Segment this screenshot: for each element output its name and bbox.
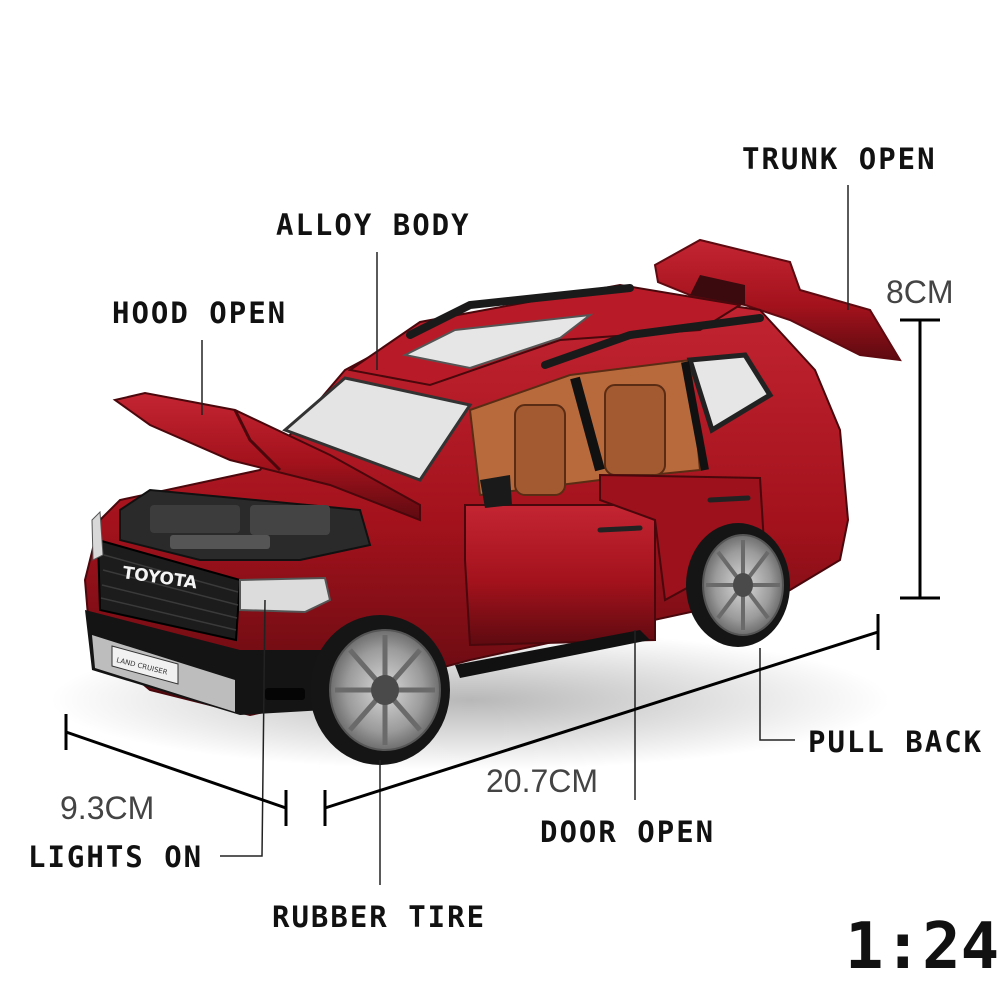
scale-label: 1:24 bbox=[845, 910, 1000, 984]
door-open-label: DOOR OPEN bbox=[540, 815, 716, 849]
hood-open-label: HOOD OPEN bbox=[112, 296, 288, 330]
license-plate bbox=[111, 645, 179, 685]
pull-back-label: PULL BACK bbox=[808, 725, 984, 759]
windshield bbox=[282, 376, 473, 482]
lights-on-label: LIGHTS ON bbox=[28, 840, 204, 874]
front-wheel bbox=[310, 615, 450, 765]
roof-rail-left bbox=[406, 284, 634, 339]
side-mirror bbox=[480, 475, 512, 508]
length-dimension-label: 20.7CM bbox=[486, 763, 599, 799]
trunk-open-label: TRUNK OPEN bbox=[742, 142, 937, 176]
sunroof bbox=[401, 313, 594, 370]
rubber-tire-label: RUBBER TIRE bbox=[272, 900, 487, 934]
width-dimension-line bbox=[64, 714, 288, 826]
front-bumper bbox=[85, 610, 325, 715]
alloy-body-label: ALLOY BODY bbox=[276, 208, 471, 242]
length-dimension-line bbox=[323, 614, 880, 826]
front-grille bbox=[96, 538, 242, 642]
side-step bbox=[455, 630, 650, 678]
rear-wheel bbox=[686, 523, 790, 647]
open-front-door bbox=[464, 504, 656, 647]
height-dimension-line bbox=[900, 318, 940, 600]
open-trunk-lid bbox=[653, 238, 902, 362]
width-dimension-label: 9.3CM bbox=[60, 790, 155, 826]
headlight bbox=[239, 576, 332, 614]
rear-window bbox=[686, 352, 774, 434]
roof-rail-right bbox=[541, 314, 764, 369]
leader-lines bbox=[201, 185, 849, 885]
height-dimension-label: 8CM bbox=[886, 274, 954, 310]
